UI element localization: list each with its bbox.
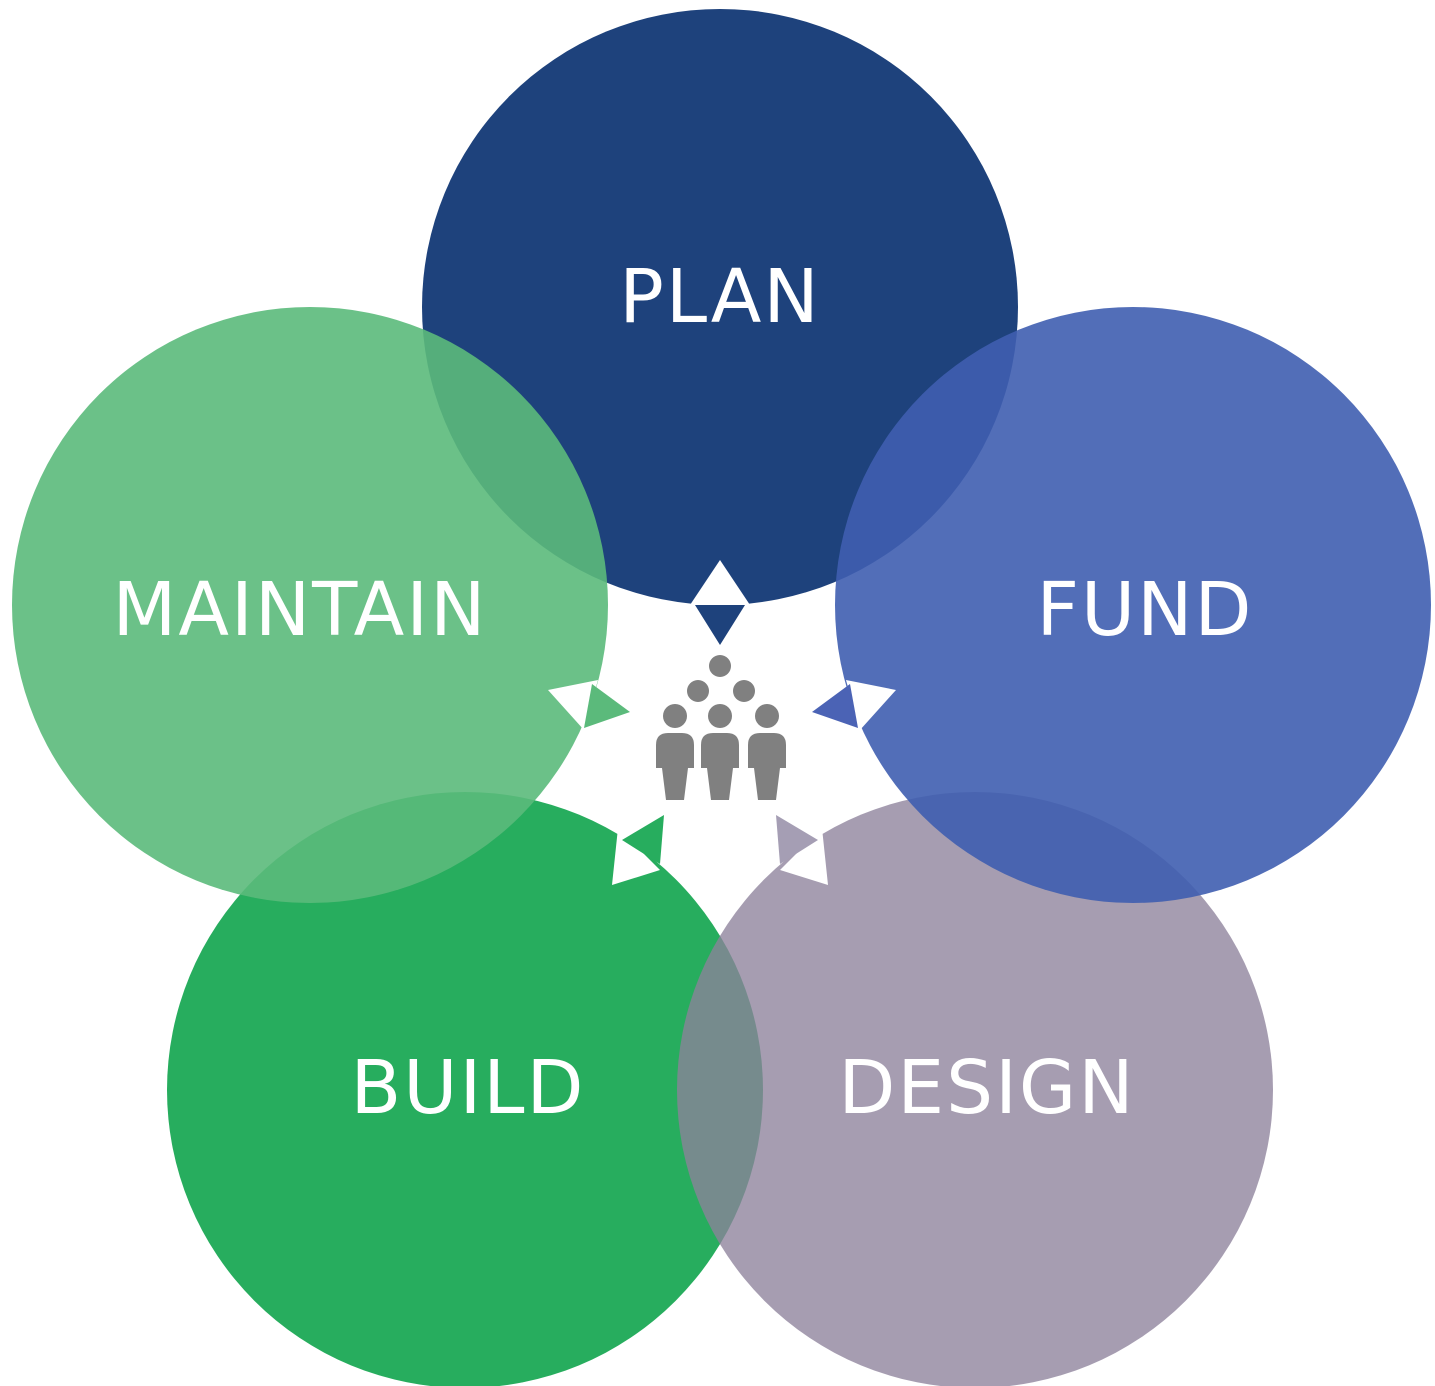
- fund-circle: [835, 307, 1431, 903]
- plan-circle: [422, 9, 1018, 605]
- design-arrow-outline: [780, 828, 828, 885]
- design-label: DESIGN: [838, 1045, 1135, 1131]
- fund-label: FUND: [1036, 567, 1253, 653]
- plan-arrow-outline: [690, 560, 750, 605]
- fund-arrow: [812, 684, 858, 728]
- maintain-circle: [12, 307, 608, 903]
- center-arrows: [548, 560, 896, 885]
- maintain-label: MAINTAIN: [113, 567, 488, 653]
- design-circle: [677, 792, 1273, 1386]
- design-arrow: [776, 815, 818, 864]
- build-arrow: [622, 815, 664, 864]
- build-circle: [167, 792, 763, 1386]
- build-label: BUILD: [351, 1045, 586, 1131]
- fund-arrow-outline: [846, 680, 896, 730]
- maintain-arrow-outline: [548, 680, 598, 730]
- plan-label: PLAN: [619, 254, 821, 340]
- people-group-icon: [656, 655, 786, 800]
- maintain-arrow: [584, 684, 630, 728]
- build-arrow-outline: [612, 828, 660, 885]
- plan-arrow: [695, 605, 745, 645]
